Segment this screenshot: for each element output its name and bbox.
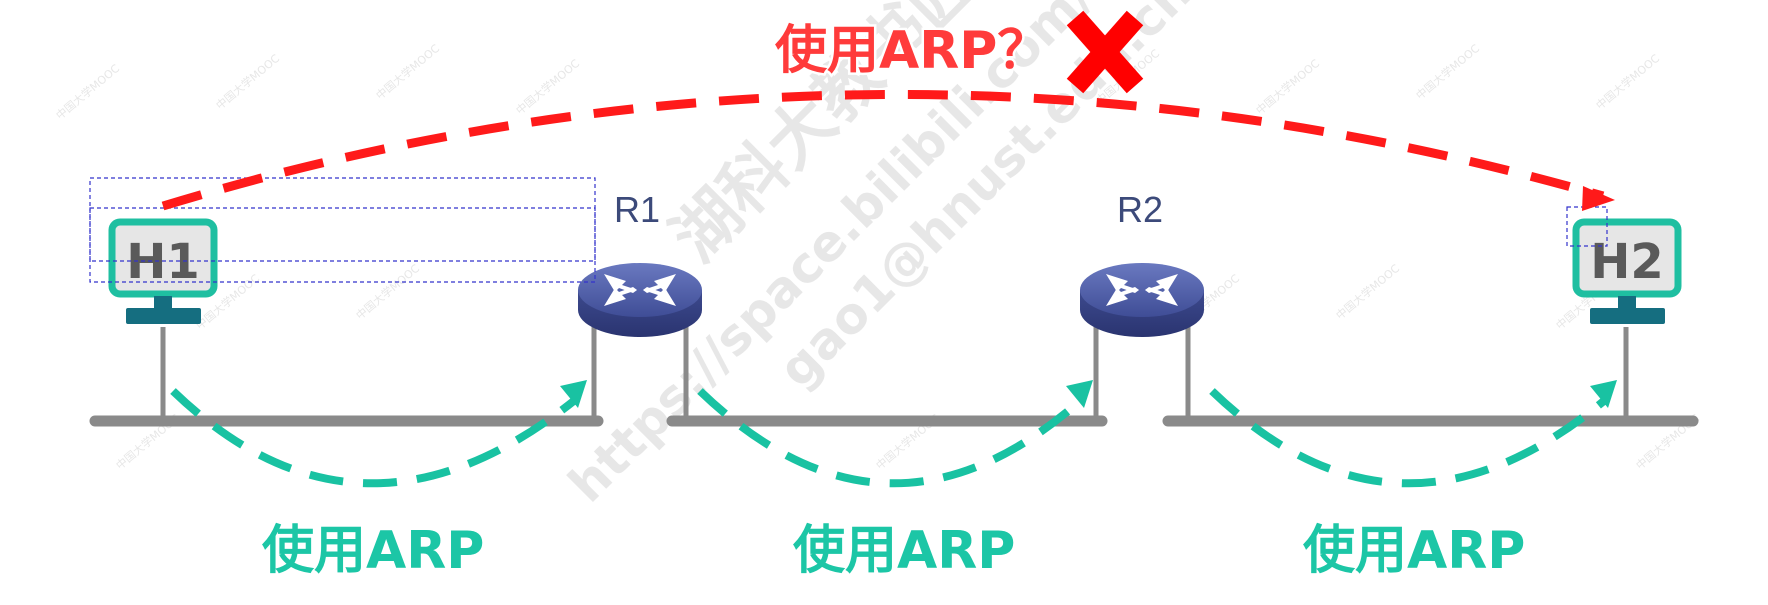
small-watermark: 中国大学MOOC [1413,41,1482,102]
teal-arrowhead-left [560,380,587,408]
small-watermark: 中国大学MOOC [353,261,422,322]
router-r1: R1 [578,189,702,337]
red-dashed-arc [161,89,1605,211]
r1-arrows-icon [604,274,676,306]
red-arrowhead [1582,186,1615,211]
r2-label: R2 [1117,189,1163,230]
segment-right-arp-label: 使用ARP [1302,521,1525,581]
small-watermark: 中国大学MOOC [513,56,582,117]
h2-label: H2 [1590,234,1664,290]
host-h2: H2 [1572,218,1682,324]
r2-top [1080,263,1204,317]
small-watermark: 中国大学MOOC [1333,261,1402,322]
selection-box-small [1566,206,1608,247]
r2-arrows-icon [1106,274,1178,306]
teal-arrowhead-right [1590,380,1617,408]
selection-boxes [89,177,1608,283]
h1-stand [126,308,201,324]
drop-lines [160,316,1629,421]
small-watermark: 中国大学MOOC [213,51,282,112]
teal-arc-right [1209,388,1608,488]
router-r2: R2 [1080,189,1204,337]
direct-arp-path [161,89,1615,211]
h2-monitor [1572,218,1682,298]
h1-label: H1 [126,234,200,290]
small-watermark: 中国大学MOOC [373,41,442,102]
small-watermark: 中国大学MOOC [1253,56,1322,117]
cross-icon [1066,10,1144,94]
h1-neck [154,296,172,308]
top-arp-question-label: 使用ARP？ [774,21,1049,81]
teal-arc-middle [697,388,1084,488]
segment-left-arp-label: 使用ARP [261,521,484,581]
h1-monitor [108,218,218,298]
segment-middle-arp-label: 使用ARP [792,521,1015,581]
h2-neck [1618,296,1636,308]
teal-arrowhead-middle [1066,380,1093,408]
small-watermark: 中国大学MOOC [53,61,122,122]
selection-box-inner [89,207,596,262]
teal-arc-left [170,388,578,488]
h2-stand [1590,308,1665,324]
small-watermark: 中国大学MOOC [1593,51,1662,112]
segment-arp-paths [170,380,1617,488]
host-h1: H1 [108,218,218,324]
r1-label: R1 [614,189,660,230]
r1-top [578,263,702,317]
